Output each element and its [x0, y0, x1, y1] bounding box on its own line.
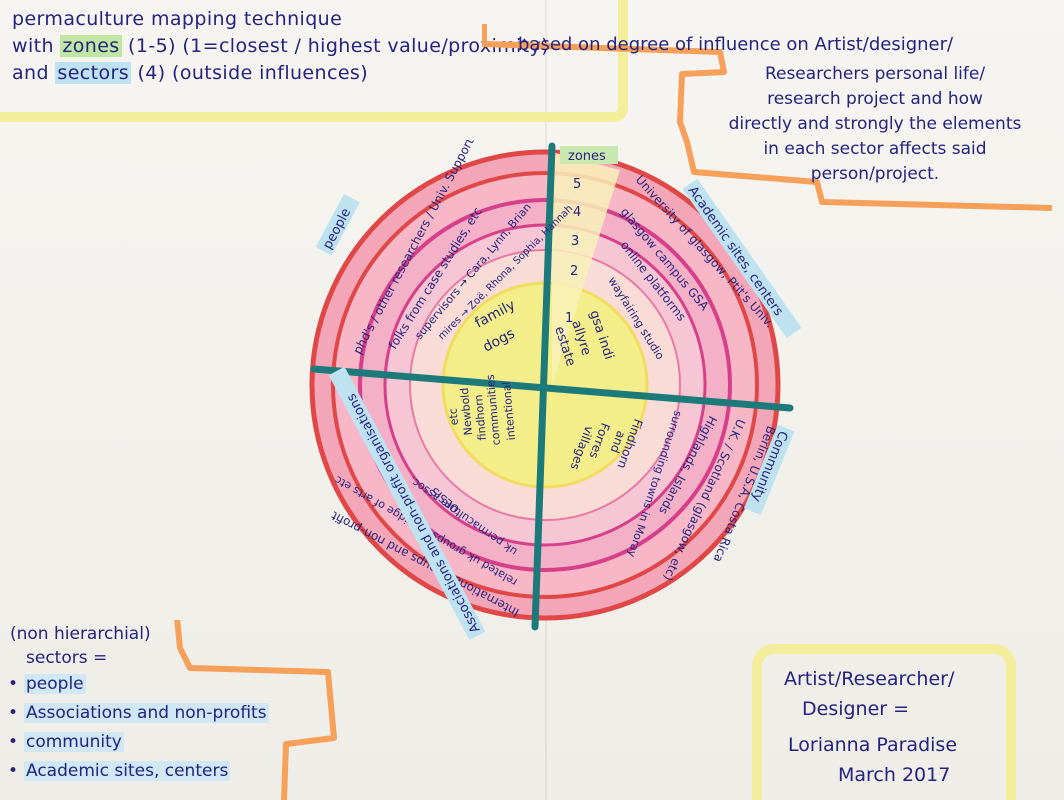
- note-line-6: person/project.: [810, 164, 940, 184]
- list-item-text: Associations and non-profits: [24, 703, 269, 723]
- list-item-text: people: [24, 674, 86, 694]
- list-item-text: Academic sites, centers: [24, 761, 231, 781]
- list-item: •community: [8, 728, 269, 757]
- sectors-list: •people •Associations and non-profits •c…: [8, 670, 269, 786]
- zone-numbers: 5 4 3 2 1: [565, 177, 581, 326]
- list-item: •people: [8, 670, 269, 699]
- list-item-text: community: [24, 732, 124, 752]
- diagram-svg: 5 4 3 2 1 zones phd's / other researcher…: [309, 140, 802, 640]
- credit-line-1: Artist/Researcher/: [784, 668, 955, 690]
- title-line-1: permaculture mapping technique: [12, 8, 343, 30]
- org-label-highlight: [328, 366, 486, 640]
- influence-note: based on degree of influence on Artist/d…: [482, 22, 1057, 212]
- community-label-highlight: [744, 424, 795, 515]
- sectors-highlight: sectors: [55, 62, 132, 84]
- note-line-1: based on degree of influence on Artist/d…: [518, 34, 954, 55]
- org-center-4: Newbold: [458, 387, 475, 436]
- bullet: •: [8, 674, 19, 694]
- title-block: permaculture mapping technique with zone…: [12, 6, 632, 87]
- sectors-orange-outline: [174, 620, 337, 800]
- zone-number-3: 3: [571, 234, 579, 249]
- title-line-3-post: (4) (outside influences): [131, 62, 369, 84]
- title-line-3-pre: and: [12, 62, 56, 84]
- credit-line-3: Lorianna Paradise: [788, 734, 958, 756]
- title-line-2: with zones (1-5) (1=closest / highest va…: [12, 33, 632, 60]
- note-body: Researchers personal life/ research proj…: [700, 62, 1050, 187]
- title-highlight: [0, 0, 628, 122]
- org-center-5: etc: [447, 408, 461, 426]
- bullet: •: [8, 761, 19, 781]
- org-center-1: intentional: [500, 381, 518, 441]
- zone-number-1: 1: [565, 311, 573, 326]
- org-center-3: findhorn: [472, 394, 489, 441]
- note-line-5: in each sector affects said: [763, 139, 987, 159]
- list-item: •Academic sites, centers: [8, 757, 269, 786]
- credit-line-4: March 2017: [838, 764, 951, 786]
- zones-label-highlight: [560, 146, 618, 164]
- org-center-2: communities: [484, 374, 503, 446]
- zone-number-2: 2: [570, 264, 578, 279]
- zone-sector-diagram: 5 4 3 2 1 zones phd's / other researcher…: [290, 140, 810, 640]
- sectors-list-block: (non hierarchial) sectors = •people •Ass…: [8, 620, 338, 800]
- zones-label: zones: [568, 149, 606, 164]
- note-line-2: Researchers personal life/: [764, 64, 986, 84]
- zones-highlight: zones: [60, 35, 122, 57]
- note-line-4: directly and strongly the elements: [728, 114, 1022, 134]
- credit-line-2: Designer =: [802, 698, 910, 720]
- title-line-2-pre: with: [12, 35, 61, 57]
- note-orange-outline: [482, 24, 1053, 211]
- bullet: •: [8, 732, 19, 752]
- zones-wedge: [552, 152, 620, 385]
- title-line-2-post: (1-5) (1=closest / highest value/proximi…: [121, 35, 550, 57]
- academic-label-highlight: [682, 178, 802, 339]
- note-line-3: research project and how: [767, 89, 983, 109]
- zone-number-5: 5: [573, 177, 581, 192]
- zone-number-4: 4: [573, 205, 581, 220]
- axis-horizontal: [310, 365, 794, 412]
- title-line-3: and sectors (4) (outside influences): [12, 60, 632, 87]
- sectors-equals: sectors =: [26, 648, 108, 668]
- list-item: •Associations and non-profits: [8, 699, 269, 728]
- people-label-highlight: [315, 193, 360, 256]
- sectors-heading: (non hierarchial): [10, 624, 151, 644]
- credit-block: Artist/Researcher/ Designer = Lorianna P…: [752, 644, 1016, 800]
- bullet: •: [8, 703, 19, 723]
